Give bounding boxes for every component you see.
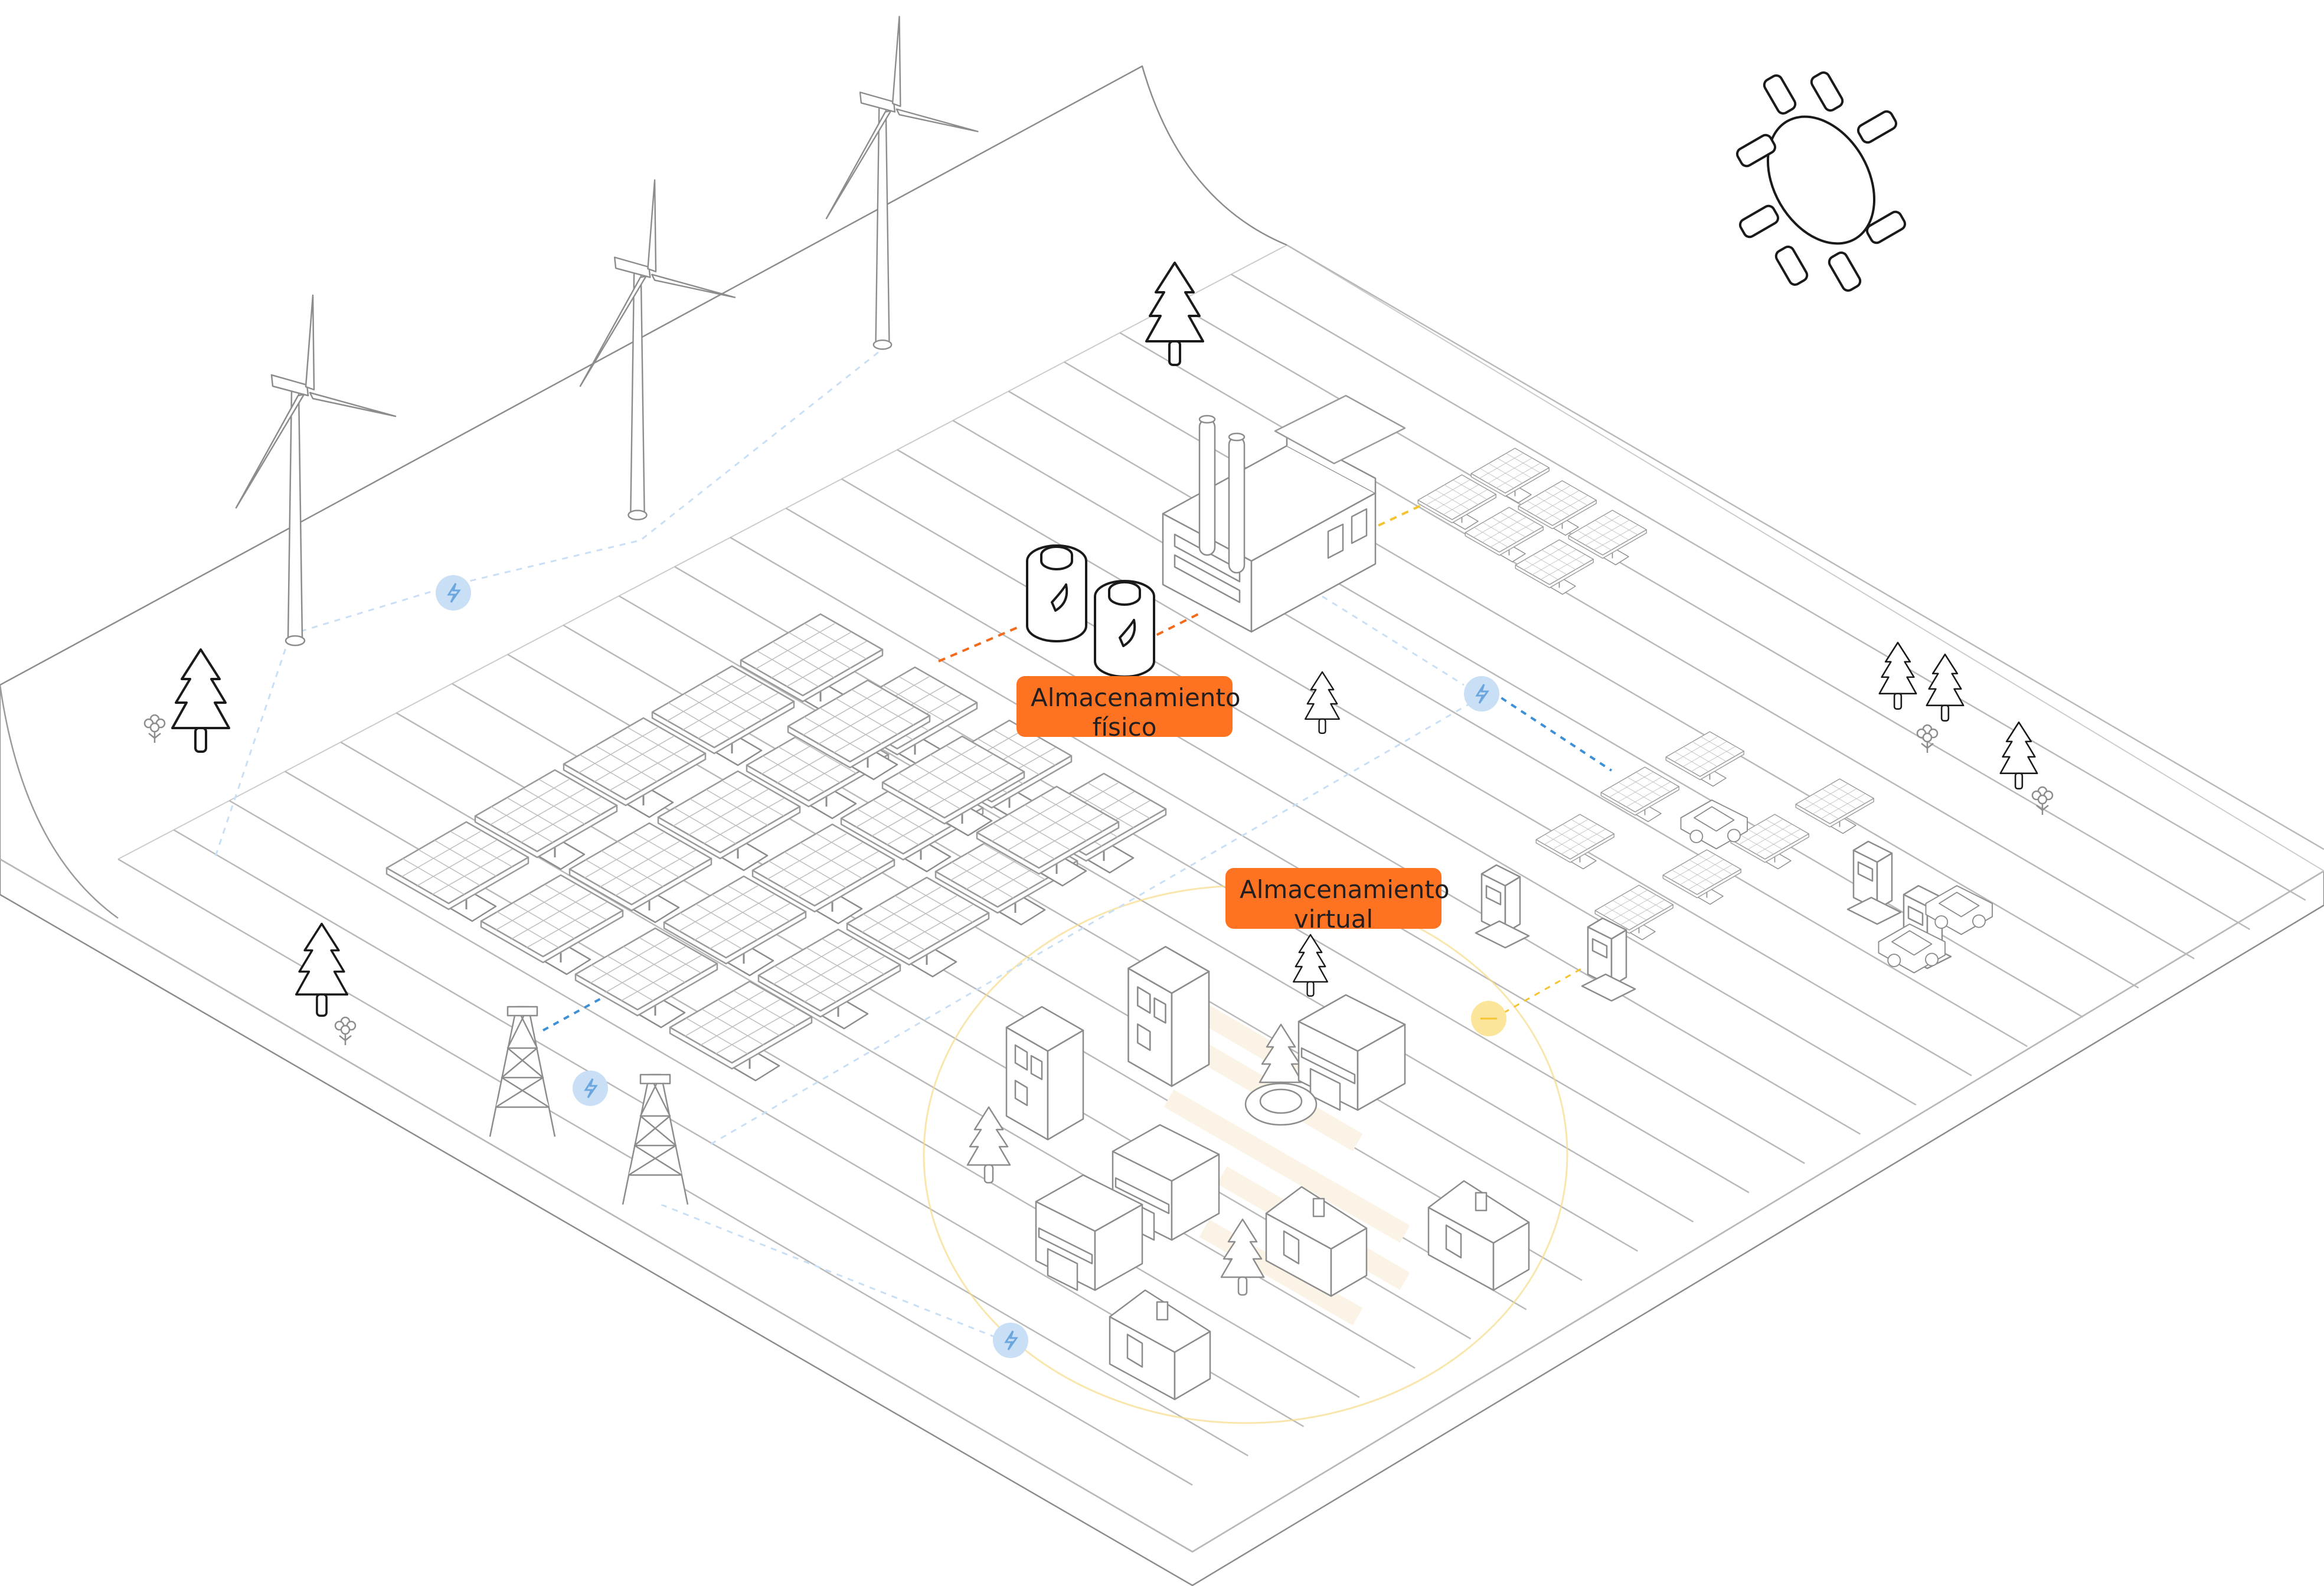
house-icon	[1110, 1290, 1210, 1399]
fountain-icon	[1246, 1084, 1316, 1125]
ev-charger-icon	[1476, 865, 1529, 948]
lightning-node-icon	[993, 1323, 1028, 1358]
lightning-node-icon	[436, 575, 471, 611]
lightning-node-icon	[573, 1071, 608, 1106]
virtual-grid-node-icon	[1471, 1001, 1506, 1036]
rooftop-solar-array	[1418, 448, 1646, 594]
virtual-storage-label-line2: virtual	[1240, 905, 1427, 934]
solar-panel-icon	[1796, 779, 1874, 833]
house-icon	[1429, 1181, 1529, 1290]
battery-icon	[1027, 546, 1086, 641]
ground-grid-line	[1120, 333, 2194, 959]
virtual-storage-label: Almacenamiento virtual	[1225, 868, 1442, 929]
physical-storage-label: Almacenamiento físico	[1016, 676, 1233, 737]
ev-charger-icon	[1848, 841, 1901, 924]
battery-icon	[1095, 581, 1154, 677]
tree-icon	[967, 1107, 1010, 1183]
tree-icon	[1305, 672, 1339, 733]
lightning-node-icon	[1464, 676, 1499, 712]
transmission-tower-icon	[623, 1075, 688, 1205]
flower-icon	[1917, 725, 1937, 753]
ground-grid-line	[1231, 275, 2306, 900]
tree-icon	[2001, 722, 2037, 788]
physical-storage-label-line2: físico	[1031, 713, 1218, 742]
solar-panel-icon	[1666, 732, 1744, 786]
solar-panel-icon	[1515, 540, 1593, 594]
shop-icon	[1299, 995, 1405, 1110]
apartment-building-icon	[1129, 947, 1210, 1086]
tree-icon	[1880, 642, 1916, 709]
factory-icon	[1163, 396, 1405, 632]
ground-grid-line	[1287, 245, 2324, 849]
tree-icon	[1927, 654, 1963, 720]
flower-icon	[2032, 787, 2052, 815]
tree-icon	[172, 650, 229, 752]
solar-panel-icon	[1663, 850, 1741, 904]
ev-charging-area	[1476, 732, 1992, 1001]
virtual-storage-label-line1: Almacenamiento	[1240, 875, 1427, 905]
apartment-building-icon	[1006, 1007, 1083, 1140]
physical-storage-label-line1: Almacenamiento	[1031, 683, 1218, 713]
flower-icon	[145, 715, 165, 743]
tree-icon	[296, 924, 347, 1016]
transmission-tower-icon	[490, 1007, 555, 1137]
sun-icon	[1735, 70, 1907, 292]
flower-icon	[335, 1017, 355, 1045]
